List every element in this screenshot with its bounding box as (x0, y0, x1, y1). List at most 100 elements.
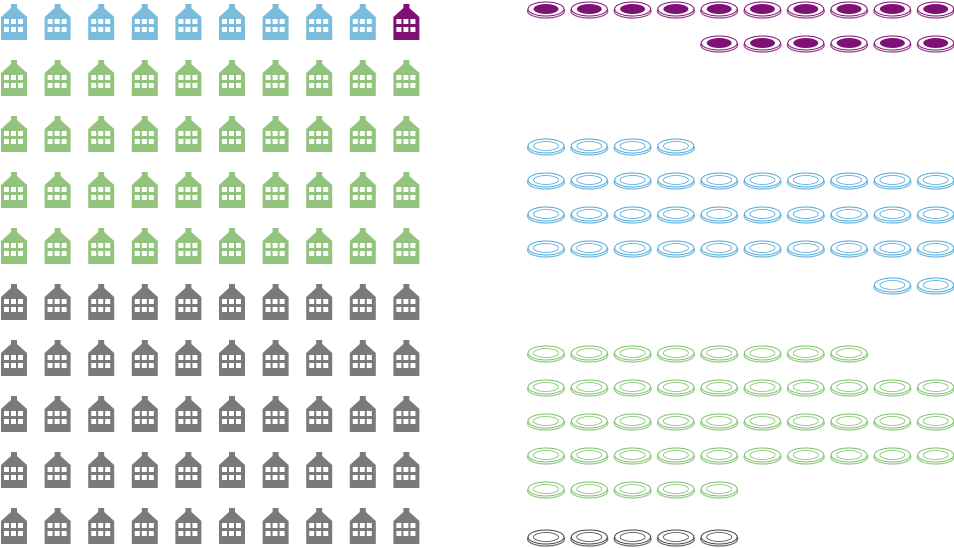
house-icon-gray (44, 452, 71, 488)
house-icon-green (1, 172, 27, 208)
house-icon-green (131, 172, 158, 208)
house-icon-gray (262, 452, 289, 488)
house-icon-gray (88, 340, 115, 376)
plate-icon-blue (786, 206, 825, 224)
house-icon-gray (393, 396, 420, 432)
plate-icon-green (873, 413, 912, 431)
house-icon-gray (306, 452, 333, 488)
plate-icon-green (656, 345, 696, 363)
plate-icon-green (829, 447, 869, 465)
plate-icon-purple (743, 35, 782, 53)
plate-icon-black (613, 529, 652, 547)
plate-icon-blue (700, 172, 739, 190)
house-icon-gray (306, 508, 333, 544)
house-icon-green (44, 60, 71, 96)
plate-icon-green (570, 447, 609, 465)
house-icon-gray (131, 452, 158, 488)
house-icon-gray (262, 284, 289, 320)
plate-icon-green (829, 379, 869, 397)
plate-icon-purple (916, 1, 954, 19)
house-icon-green (306, 60, 333, 96)
house-icon-green (175, 172, 202, 208)
house-icon-blue (349, 4, 376, 40)
plate-icon-black (700, 529, 739, 547)
house-icon-gray (1, 284, 27, 320)
plate-icon-green (743, 447, 782, 465)
plate-icon-green (526, 413, 566, 431)
plate-icon-purple (829, 35, 869, 53)
house-icon-blue (175, 4, 202, 40)
house-icon-green (306, 116, 333, 152)
plate-icon-green (829, 345, 869, 363)
plate-icon-purple (700, 35, 739, 53)
plate-icon-green (786, 413, 825, 431)
house-icon-gray (219, 396, 245, 432)
plate-icon-purple (786, 35, 825, 53)
plate-icon-purple (613, 1, 652, 19)
plate-icon-green (613, 345, 652, 363)
house-icon-green (393, 116, 420, 152)
house-icon-gray (349, 508, 376, 544)
plate-icon-blue (526, 138, 566, 156)
house-icon-green (44, 228, 71, 264)
house-icon-gray (175, 284, 202, 320)
house-icon-green (219, 228, 245, 264)
house-icon-gray (88, 452, 115, 488)
plate-icon-green (786, 447, 825, 465)
house-icon-green (88, 60, 115, 96)
plate-icon-green (570, 345, 609, 363)
plate-icon-purple (916, 35, 954, 53)
plate-icon-purple (656, 1, 696, 19)
plate-icon-green (656, 447, 696, 465)
plate-icon-blue (743, 206, 782, 224)
house-icon-gray (88, 508, 115, 544)
house-icon-green (44, 116, 71, 152)
plate-icon-green (700, 413, 739, 431)
house-icon-gray (306, 284, 333, 320)
plate-icon-purple (873, 1, 912, 19)
house-icon-gray (44, 284, 71, 320)
plate-icon-blue (613, 138, 652, 156)
plate-icon-black (570, 529, 609, 547)
house-icon-green (262, 60, 289, 96)
house-icon-blue (219, 4, 245, 40)
plate-icon-green (526, 481, 566, 499)
plate-icon-green (743, 345, 782, 363)
plate-icon-blue (873, 206, 912, 224)
plate-icon-blue (873, 240, 912, 258)
house-icon-gray (393, 284, 420, 320)
house-icon-gray (349, 396, 376, 432)
house-icon-gray (306, 396, 333, 432)
plate-icon-green (656, 481, 696, 499)
plate-icon-green (570, 413, 609, 431)
plate-icon-purple (829, 1, 869, 19)
house-icon-gray (306, 340, 333, 376)
plate-icon-blue (916, 277, 954, 295)
plate-icon-blue (656, 240, 696, 258)
plate-icon-green (613, 447, 652, 465)
house-icon-gray (393, 340, 420, 376)
house-icon-green (349, 60, 376, 96)
plate-icon-green (656, 379, 696, 397)
house-icon-green (175, 116, 202, 152)
plate-icon-blue (570, 172, 609, 190)
house-icon-green (1, 228, 27, 264)
house-icon-gray (175, 340, 202, 376)
house-icon-gray (131, 508, 158, 544)
plate-icon-green (570, 481, 609, 499)
plate-icon-green (743, 413, 782, 431)
plate-icon-blue (916, 240, 954, 258)
house-icon-green (175, 60, 202, 96)
plate-icon-blue (613, 206, 652, 224)
plate-icon-blue (829, 240, 869, 258)
house-icon-blue (306, 4, 333, 40)
plate-icon-purple (700, 1, 739, 19)
plate-icon-green (700, 447, 739, 465)
house-icon-blue (88, 4, 115, 40)
house-icon-green (219, 60, 245, 96)
plate-icon-green (700, 481, 739, 499)
plate-icon-blue (570, 206, 609, 224)
house-icon-green (175, 228, 202, 264)
house-icon-green (262, 116, 289, 152)
